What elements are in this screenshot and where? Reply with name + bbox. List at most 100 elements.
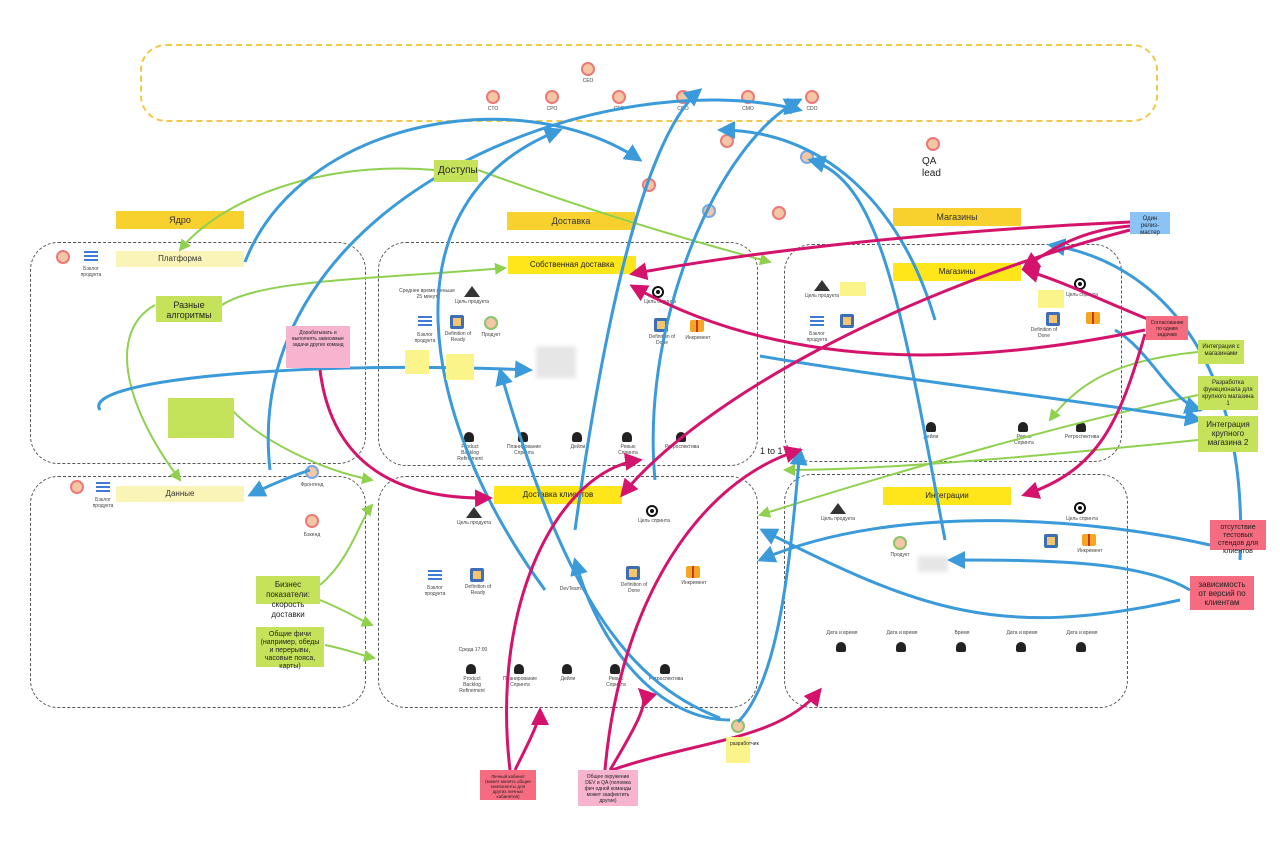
client-daily-icon — [562, 664, 572, 674]
green-arrow — [126, 304, 182, 482]
own-delivery-title: Собственная доставка — [508, 256, 636, 274]
integr-product-goal-label: Цель продукта — [820, 516, 856, 522]
cto-label: CTO — [487, 106, 499, 112]
integr-time-label: Время — [954, 630, 970, 636]
green-arrow — [231, 409, 374, 484]
client-refinement-label: Product Backlog Refinement — [459, 676, 485, 694]
client-dod-label: Definition of Done — [620, 582, 648, 594]
own-dor-label: Definition of Ready — [444, 331, 472, 343]
backend-avatar — [305, 514, 319, 528]
shared-env-note: Общее окружение DEV и QA (поломка фич од… — [578, 770, 638, 806]
client-retro-icon — [660, 664, 670, 674]
platform-backlog-icon — [84, 251, 98, 263]
cto-avatar — [486, 90, 500, 104]
cpo-avatar — [545, 90, 559, 104]
blue-arrow — [247, 468, 311, 497]
client-planning-label: Планирование Спринта — [502, 676, 538, 688]
integrations-title: Интеграции — [883, 487, 1011, 505]
blue-arrow — [651, 98, 803, 481]
shops-daily-label: Дейли — [923, 434, 939, 440]
integration-shops-note: Интеграция с магазинами — [1198, 340, 1244, 364]
own-team-photo — [536, 346, 576, 378]
shops-dor-icon — [840, 314, 854, 328]
core-pink-note: Дорабатывать и выполнять зависимые задач… — [286, 326, 350, 368]
blue-arrow — [436, 127, 563, 591]
client-daily-label: Дейли — [560, 676, 576, 682]
platform-owner-avatar — [56, 250, 70, 264]
client-delivery-frame — [378, 476, 758, 708]
own-avg-time: Среднее время меньше 25 минут — [399, 288, 455, 300]
green-arrow — [477, 169, 772, 266]
pink-arrow — [1021, 333, 1147, 499]
green-arrow — [758, 394, 1199, 518]
integr-product-goal-icon — [830, 503, 846, 514]
client-backlog-label: Бэклог продукта — [424, 585, 446, 597]
green-arrow — [319, 503, 374, 586]
client-retro-label: Ретроспектива — [648, 676, 684, 682]
blue-arrow — [495, 367, 721, 720]
client-product-goal-icon — [466, 507, 482, 518]
big-shop-1-note: Разработка функционала для крупного мага… — [1198, 376, 1258, 410]
client-backlog-icon — [428, 570, 442, 582]
blue-arrow — [757, 519, 1211, 563]
release-master-note: Один релиз-мастер — [1130, 212, 1170, 236]
own-planning-icon — [518, 432, 528, 442]
shops-backlog-label: Бэклог продукта — [806, 331, 828, 343]
qa-lead-label: QA lead — [922, 156, 941, 179]
integr-date-4: Дата и время — [1066, 630, 1098, 636]
data-subheader: Данные — [116, 486, 244, 502]
shops-title: Магазины — [893, 263, 1021, 281]
pink-arrow — [1021, 224, 1131, 270]
shops-review-icon — [1018, 422, 1028, 432]
green-arrow — [319, 599, 374, 627]
own-retro-label: Ретроспектива — [664, 444, 700, 450]
business-metrics-note: Бизнес показатели: скорость доставки — [256, 576, 320, 619]
dev-note: разработчик — [726, 737, 759, 763]
ceo-label: CEO — [582, 78, 594, 84]
blue-arrow — [266, 97, 803, 471]
integr-daily-icon — [956, 642, 966, 652]
pink-arrow — [1021, 265, 1151, 322]
own-backlog-label: Бэклог продукта — [414, 332, 436, 344]
integr-date-2: Дата и время — [886, 630, 918, 636]
platform-backlog-label: Бэклог продукта — [80, 266, 102, 278]
data-frame — [30, 476, 366, 708]
shops-retro-label: Ретроспектива — [1064, 434, 1100, 440]
frontend-label: Фронтенд — [300, 482, 324, 488]
integr-review-icon — [1016, 642, 1026, 652]
blue-arrow — [243, 117, 643, 263]
shops-backlog-icon — [810, 316, 824, 328]
client-review-label: Ревью Спринта — [606, 676, 626, 688]
own-increment-icon — [690, 320, 704, 332]
own-sticky-1 — [405, 350, 429, 374]
own-product-label: Продукт — [481, 332, 501, 338]
cdo-label: CDO — [806, 106, 818, 112]
integr-increment-icon — [1082, 534, 1096, 546]
client-dor-label: Definition of Ready — [464, 584, 492, 596]
integr-dod-icon — [1044, 534, 1058, 548]
integr-planning-icon — [896, 642, 906, 652]
shops-increment-icon — [1086, 312, 1100, 324]
shops-dod-icon — [1046, 312, 1060, 326]
own-daily-label: Дейли — [570, 444, 586, 450]
own-daily-icon — [572, 432, 582, 442]
integr-sprint-goal-icon — [1074, 502, 1086, 514]
platform-frame — [30, 242, 366, 464]
pink-arrow — [505, 452, 643, 771]
access-note: Доступы — [434, 160, 478, 182]
shops-sprint-goal-label: Цель спринта — [1066, 292, 1098, 298]
shops-header: Магазины — [893, 208, 1021, 226]
shops-daily-icon — [926, 422, 936, 432]
ceo-avatar — [581, 62, 595, 76]
shops-product-goal-icon — [814, 280, 830, 291]
own-delivery-frame — [378, 242, 758, 466]
personal-cabinet-note: Личный кабинет (может менять общие компо… — [480, 770, 536, 800]
integr-retro-icon — [1076, 642, 1086, 652]
blue-arrow — [807, 155, 947, 541]
cdo-avatar — [805, 90, 819, 104]
shops-retro-icon — [1076, 422, 1086, 432]
pink-arrow — [629, 220, 1131, 281]
own-sticky-2 — [446, 354, 474, 380]
integr-date-3: Дата и время — [1006, 630, 1038, 636]
client-increment-label: Инкремент — [681, 580, 707, 586]
